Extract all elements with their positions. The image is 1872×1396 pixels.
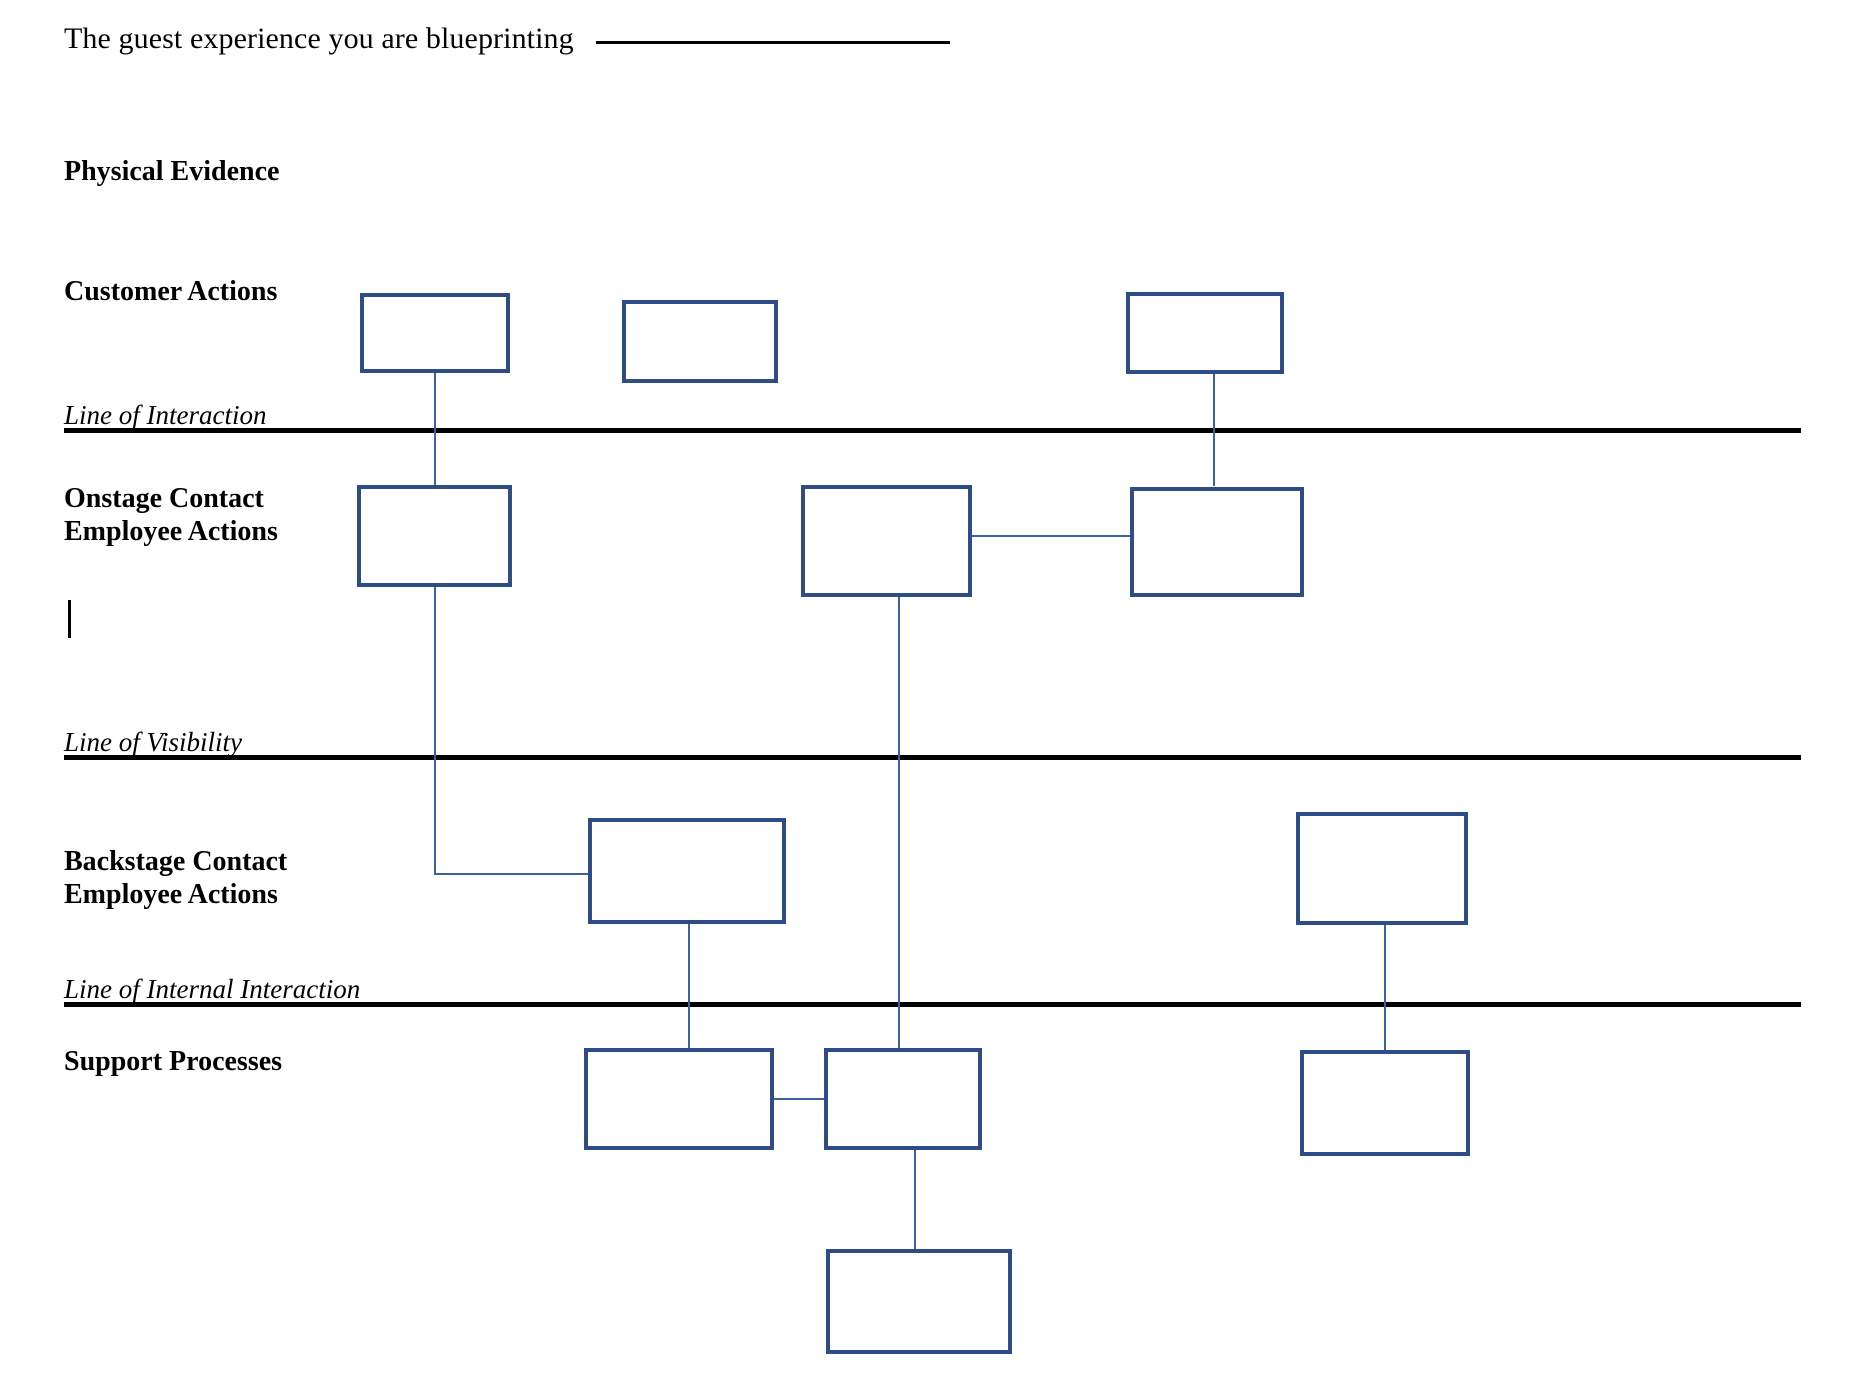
connector-backstage1-to-support1 [688, 923, 690, 1048]
box-support-processes-1[interactable] [584, 1048, 774, 1150]
lane-label-backstage-contact: Backstage Contact Employee Actions [64, 846, 288, 910]
text-caret [68, 600, 71, 638]
connector-backstage2-to-support4 [1384, 923, 1386, 1050]
divider-line-of-interaction [64, 428, 1801, 433]
lane-label-support-processes: Support Processes [64, 1046, 283, 1077]
divider-line-of-internal-interaction [64, 1002, 1801, 1007]
box-support-processes-2[interactable] [824, 1048, 982, 1150]
divider-label-line-of-visibility: Line of Visibility [64, 727, 242, 757]
lane-label-physical-evidence: Physical Evidence [64, 156, 280, 187]
divider-line-of-visibility [64, 755, 1801, 760]
box-support-processes-3[interactable] [826, 1249, 1012, 1354]
connector-onstage2-to-support2 [898, 596, 900, 1048]
box-onstage-contact-3[interactable] [1130, 487, 1304, 597]
lane-label-customer-actions: Customer Actions [64, 276, 278, 307]
box-onstage-contact-1[interactable] [357, 485, 512, 587]
box-customer-actions-3[interactable] [1126, 292, 1284, 374]
box-backstage-contact-2[interactable] [1296, 812, 1468, 925]
blueprint-name-field[interactable] [595, 41, 950, 44]
box-support-processes-4[interactable] [1300, 1050, 1470, 1156]
connector-customer1-to-onstage1 [434, 373, 436, 485]
divider-label-line-of-internal-interaction: Line of Internal Interaction [64, 974, 361, 1004]
connector-onstage2-to-onstage3 [970, 535, 1130, 537]
connector-support2-to-support3 [914, 1150, 916, 1249]
box-backstage-contact-1[interactable] [588, 818, 786, 924]
divider-label-line-of-interaction: Line of Interaction [64, 400, 267, 430]
connector-onstage1-to-backstage1 [434, 873, 590, 875]
connector-customer3-to-onstage3 [1213, 373, 1215, 486]
lane-label-onstage-contact: Onstage Contact Employee Actions [64, 483, 278, 547]
page-title: The guest experience you are blueprintin… [64, 22, 574, 55]
box-onstage-contact-2[interactable] [801, 485, 972, 597]
connector-onstage1-vertical [434, 586, 436, 874]
box-customer-actions-1[interactable] [360, 293, 510, 373]
connector-support1-to-support2 [773, 1098, 825, 1100]
box-customer-actions-2[interactable] [622, 300, 778, 383]
blueprint-title-row: The guest experience you are blueprintin… [64, 22, 950, 56]
